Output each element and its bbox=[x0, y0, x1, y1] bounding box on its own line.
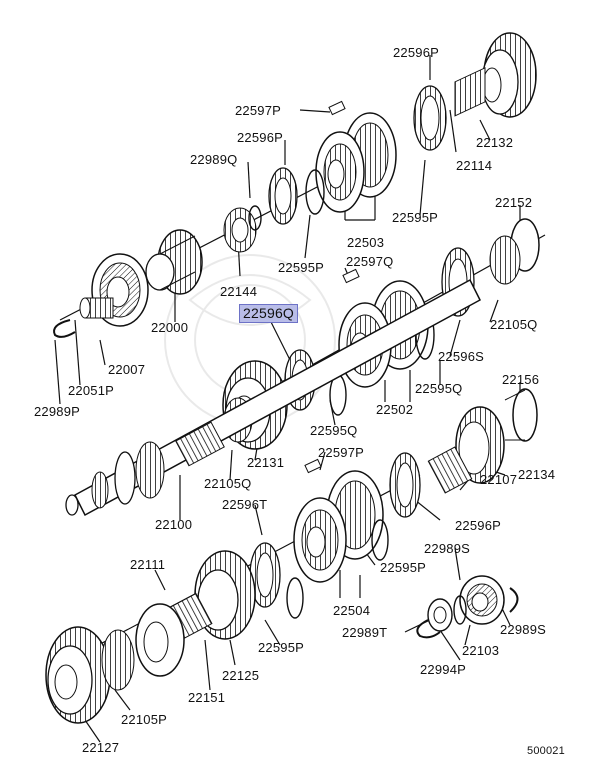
shim-22994P bbox=[427, 598, 453, 632]
shaft-stub-22051P bbox=[79, 297, 114, 319]
part-label[interactable]: 22127 bbox=[82, 740, 120, 755]
gear-22127 bbox=[45, 626, 111, 724]
needle-bearing-22114 bbox=[454, 67, 486, 117]
part-label-highlighted[interactable]: 22596Q bbox=[239, 304, 299, 323]
part-label[interactable]: 22595P bbox=[392, 210, 439, 225]
synchro-ring-22596T bbox=[249, 542, 281, 608]
shaft-22156 bbox=[504, 388, 538, 442]
part-label[interactable]: 22596P bbox=[237, 130, 284, 145]
key-22597P-lower bbox=[304, 458, 322, 474]
part-label[interactable]: 22156 bbox=[502, 372, 540, 387]
part-label[interactable]: 22111 bbox=[130, 557, 166, 572]
part-label[interactable]: 22503 bbox=[347, 235, 385, 250]
part-label[interactable]: 22595Q bbox=[310, 423, 358, 438]
key-22597Q bbox=[342, 268, 360, 284]
part-label[interactable]: 22596P bbox=[393, 45, 440, 60]
part-label[interactable]: 22134 bbox=[518, 467, 556, 482]
part-label[interactable]: 22989T bbox=[342, 625, 388, 640]
part-label[interactable]: 22989S bbox=[500, 622, 547, 637]
part-label[interactable]: 22105Q bbox=[204, 476, 252, 491]
main-shaft-22100 bbox=[65, 278, 481, 517]
synchro-ring-22596P-top bbox=[413, 85, 447, 151]
part-label[interactable]: 22989P bbox=[34, 404, 81, 419]
part-label[interactable]: 22595P bbox=[380, 560, 427, 575]
part-label[interactable]: 22597Q bbox=[346, 254, 394, 269]
part-label[interactable]: 22597P bbox=[235, 103, 282, 118]
part-label[interactable]: 22151 bbox=[188, 690, 226, 705]
part-label[interactable]: 22125 bbox=[222, 668, 260, 683]
gear-22134 bbox=[455, 406, 505, 484]
diagram-id: 500021 bbox=[527, 745, 565, 757]
snap-ring-22595P-lower bbox=[286, 519, 389, 619]
part-label[interactable]: 22144 bbox=[220, 284, 258, 299]
ring-22989T bbox=[416, 619, 441, 639]
snap-ring-22595P bbox=[305, 169, 325, 215]
part-label[interactable]: 22504 bbox=[333, 603, 371, 618]
part-label[interactable]: 22103 bbox=[462, 643, 500, 658]
bearing-22103 bbox=[459, 575, 505, 625]
part-label[interactable]: 22105Q bbox=[490, 317, 538, 332]
snap-ring-22989P bbox=[53, 319, 76, 338]
snap-ring-22989S bbox=[453, 587, 519, 625]
part-label[interactable]: 22989Q bbox=[190, 152, 238, 167]
part-label[interactable]: 22596P bbox=[455, 518, 502, 533]
needle-bearing-22144 bbox=[223, 207, 257, 253]
part-label[interactable]: 22994P bbox=[420, 662, 467, 677]
bearing-22151 bbox=[135, 592, 213, 677]
bearing-22107 bbox=[427, 446, 473, 494]
gear-22132 bbox=[481, 32, 537, 118]
bearing-22105P bbox=[101, 629, 135, 691]
sleeve-22504 bbox=[293, 470, 384, 583]
input-shaft-22000 bbox=[145, 229, 203, 295]
synchro-ring-22596P-right bbox=[389, 452, 421, 518]
part-label[interactable]: 22502 bbox=[376, 402, 414, 417]
part-label[interactable]: 22107 bbox=[480, 472, 518, 487]
part-label[interactable]: 22597P bbox=[318, 445, 365, 460]
part-label[interactable]: 22105P bbox=[121, 712, 168, 727]
synchro-ring-22596P-mid bbox=[268, 167, 298, 225]
part-label[interactable]: 22595P bbox=[278, 260, 325, 275]
part-label[interactable]: 22596S bbox=[438, 349, 485, 364]
part-label[interactable]: 22989S bbox=[424, 541, 471, 556]
part-label[interactable]: 22051P bbox=[68, 383, 115, 398]
gear-22152 bbox=[489, 218, 540, 285]
part-label[interactable]: 22132 bbox=[476, 135, 514, 150]
part-label[interactable]: 22595P bbox=[258, 640, 305, 655]
ring-22989Q bbox=[248, 205, 262, 231]
part-label[interactable]: 22596T bbox=[222, 497, 268, 512]
part-label[interactable]: 22100 bbox=[155, 517, 193, 532]
part-label[interactable]: 22152 bbox=[495, 195, 533, 210]
sleeve-22503 bbox=[315, 112, 397, 213]
key-22597P bbox=[328, 100, 346, 116]
part-label[interactable]: 22595Q bbox=[415, 381, 463, 396]
part-label[interactable]: 22114 bbox=[456, 158, 493, 173]
part-label[interactable]: 22007 bbox=[108, 362, 146, 377]
part-label[interactable]: 22131 bbox=[247, 455, 285, 470]
part-label[interactable]: 22000 bbox=[151, 320, 189, 335]
